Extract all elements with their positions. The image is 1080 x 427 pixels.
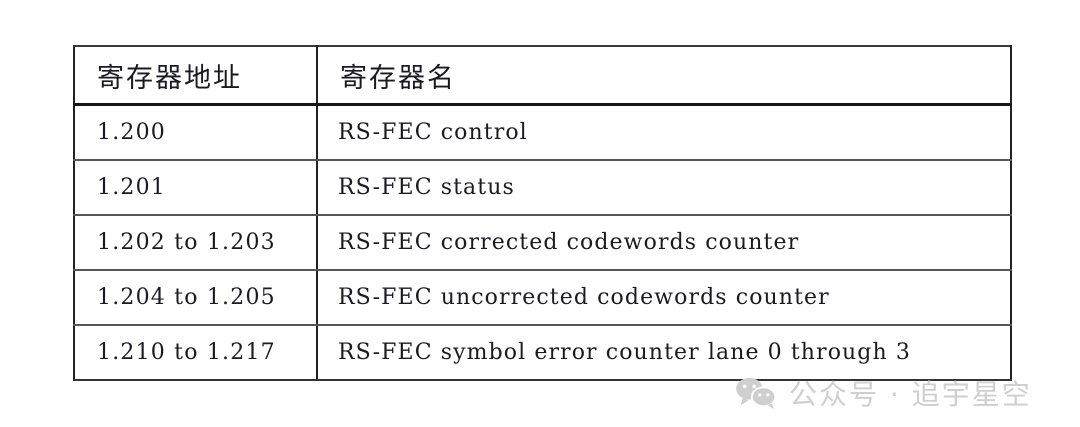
cell-register-name: RS-FEC uncorrected codewords counter xyxy=(316,270,1012,326)
cell-register-name: RS-FEC corrected codewords counter xyxy=(316,215,1012,271)
column-header-name: 寄存器名 xyxy=(316,45,1012,106)
column-header-address: 寄存器地址 xyxy=(73,45,318,106)
cell-address: 1.200 xyxy=(73,104,318,161)
cell-register-name: RS-FEC symbol error counter lane 0 throu… xyxy=(316,325,1012,381)
table-row: 1.210 to 1.217 RS-FEC symbol error count… xyxy=(73,325,1012,381)
table-header-row: 寄存器地址 寄存器名 xyxy=(73,45,1012,106)
table-header: 寄存器地址 寄存器名 xyxy=(73,45,1012,106)
cell-address: 1.202 to 1.203 xyxy=(73,215,318,271)
cell-address: 1.210 to 1.217 xyxy=(73,325,318,381)
table-row: 1.201 RS-FEC status xyxy=(73,160,1012,216)
register-table: 寄存器地址 寄存器名 1.200 RS-FEC control 1.201 RS… xyxy=(73,45,1012,381)
cell-address: 1.201 xyxy=(73,160,318,216)
cell-register-name: RS-FEC status xyxy=(316,160,1012,216)
table-row: 1.200 RS-FEC control xyxy=(73,104,1012,161)
cell-address: 1.204 to 1.205 xyxy=(73,270,318,326)
table-row: 1.202 to 1.203 RS-FEC corrected codeword… xyxy=(73,215,1012,271)
wechat-icon xyxy=(736,377,777,410)
table-body: 1.200 RS-FEC control 1.201 RS-FEC status… xyxy=(73,104,1012,381)
table-row: 1.204 to 1.205 RS-FEC uncorrected codewo… xyxy=(73,270,1012,326)
cell-register-name: RS-FEC control xyxy=(316,104,1012,161)
